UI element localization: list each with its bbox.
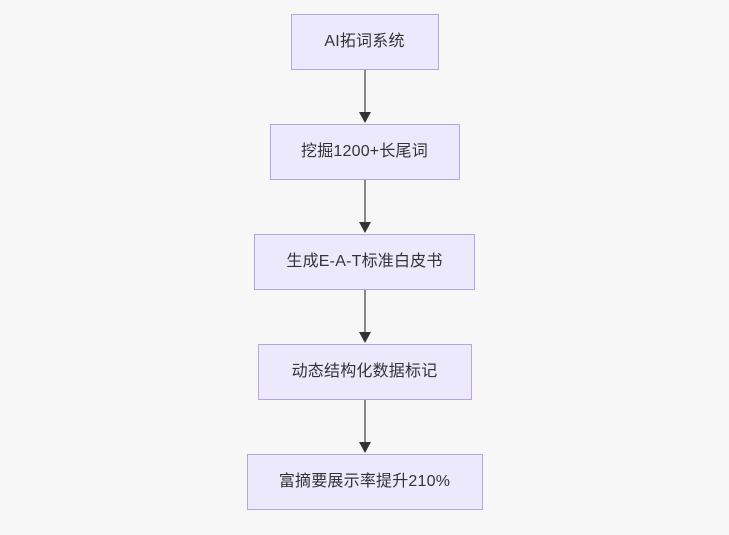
flowchart-node-3[interactable]: 生成E-A-T标准白皮书 — [254, 234, 475, 290]
flowchart-node-2[interactable]: 挖掘1200+长尾词 — [269, 124, 460, 180]
arrow-down-icon — [358, 222, 371, 233]
flowchart-node-5-label: 富摘要展示率提升210% — [278, 473, 451, 490]
flowchart-edge-3-to-4 — [355, 290, 375, 344]
flowchart-node-4-label: 动态结构化数据标记 — [291, 363, 438, 380]
flowchart-node-3-label: 生成E-A-T标准白皮书 — [286, 253, 443, 270]
flowchart-edge-1-to-2 — [355, 70, 375, 124]
edge-line-icon — [363, 290, 366, 336]
flowchart-node-4[interactable]: 动态结构化数据标记 — [257, 344, 472, 400]
edge-line-icon — [363, 70, 366, 116]
arrow-down-icon — [358, 332, 371, 343]
flowchart-node-5[interactable]: 富摘要展示率提升210% — [246, 454, 483, 510]
flowchart-node-1-label: AI拓词系统 — [324, 33, 405, 50]
flowchart-node-2-label: 挖掘1200+长尾词 — [301, 143, 428, 160]
edge-line-icon — [363, 180, 366, 226]
arrow-down-icon — [358, 442, 371, 453]
flowchart-node-1[interactable]: AI拓词系统 — [290, 14, 439, 70]
edge-line-icon — [363, 400, 366, 446]
flowchart-edge-4-to-5 — [355, 400, 375, 454]
arrow-down-icon — [358, 112, 371, 123]
flowchart-edge-2-to-3 — [355, 180, 375, 234]
